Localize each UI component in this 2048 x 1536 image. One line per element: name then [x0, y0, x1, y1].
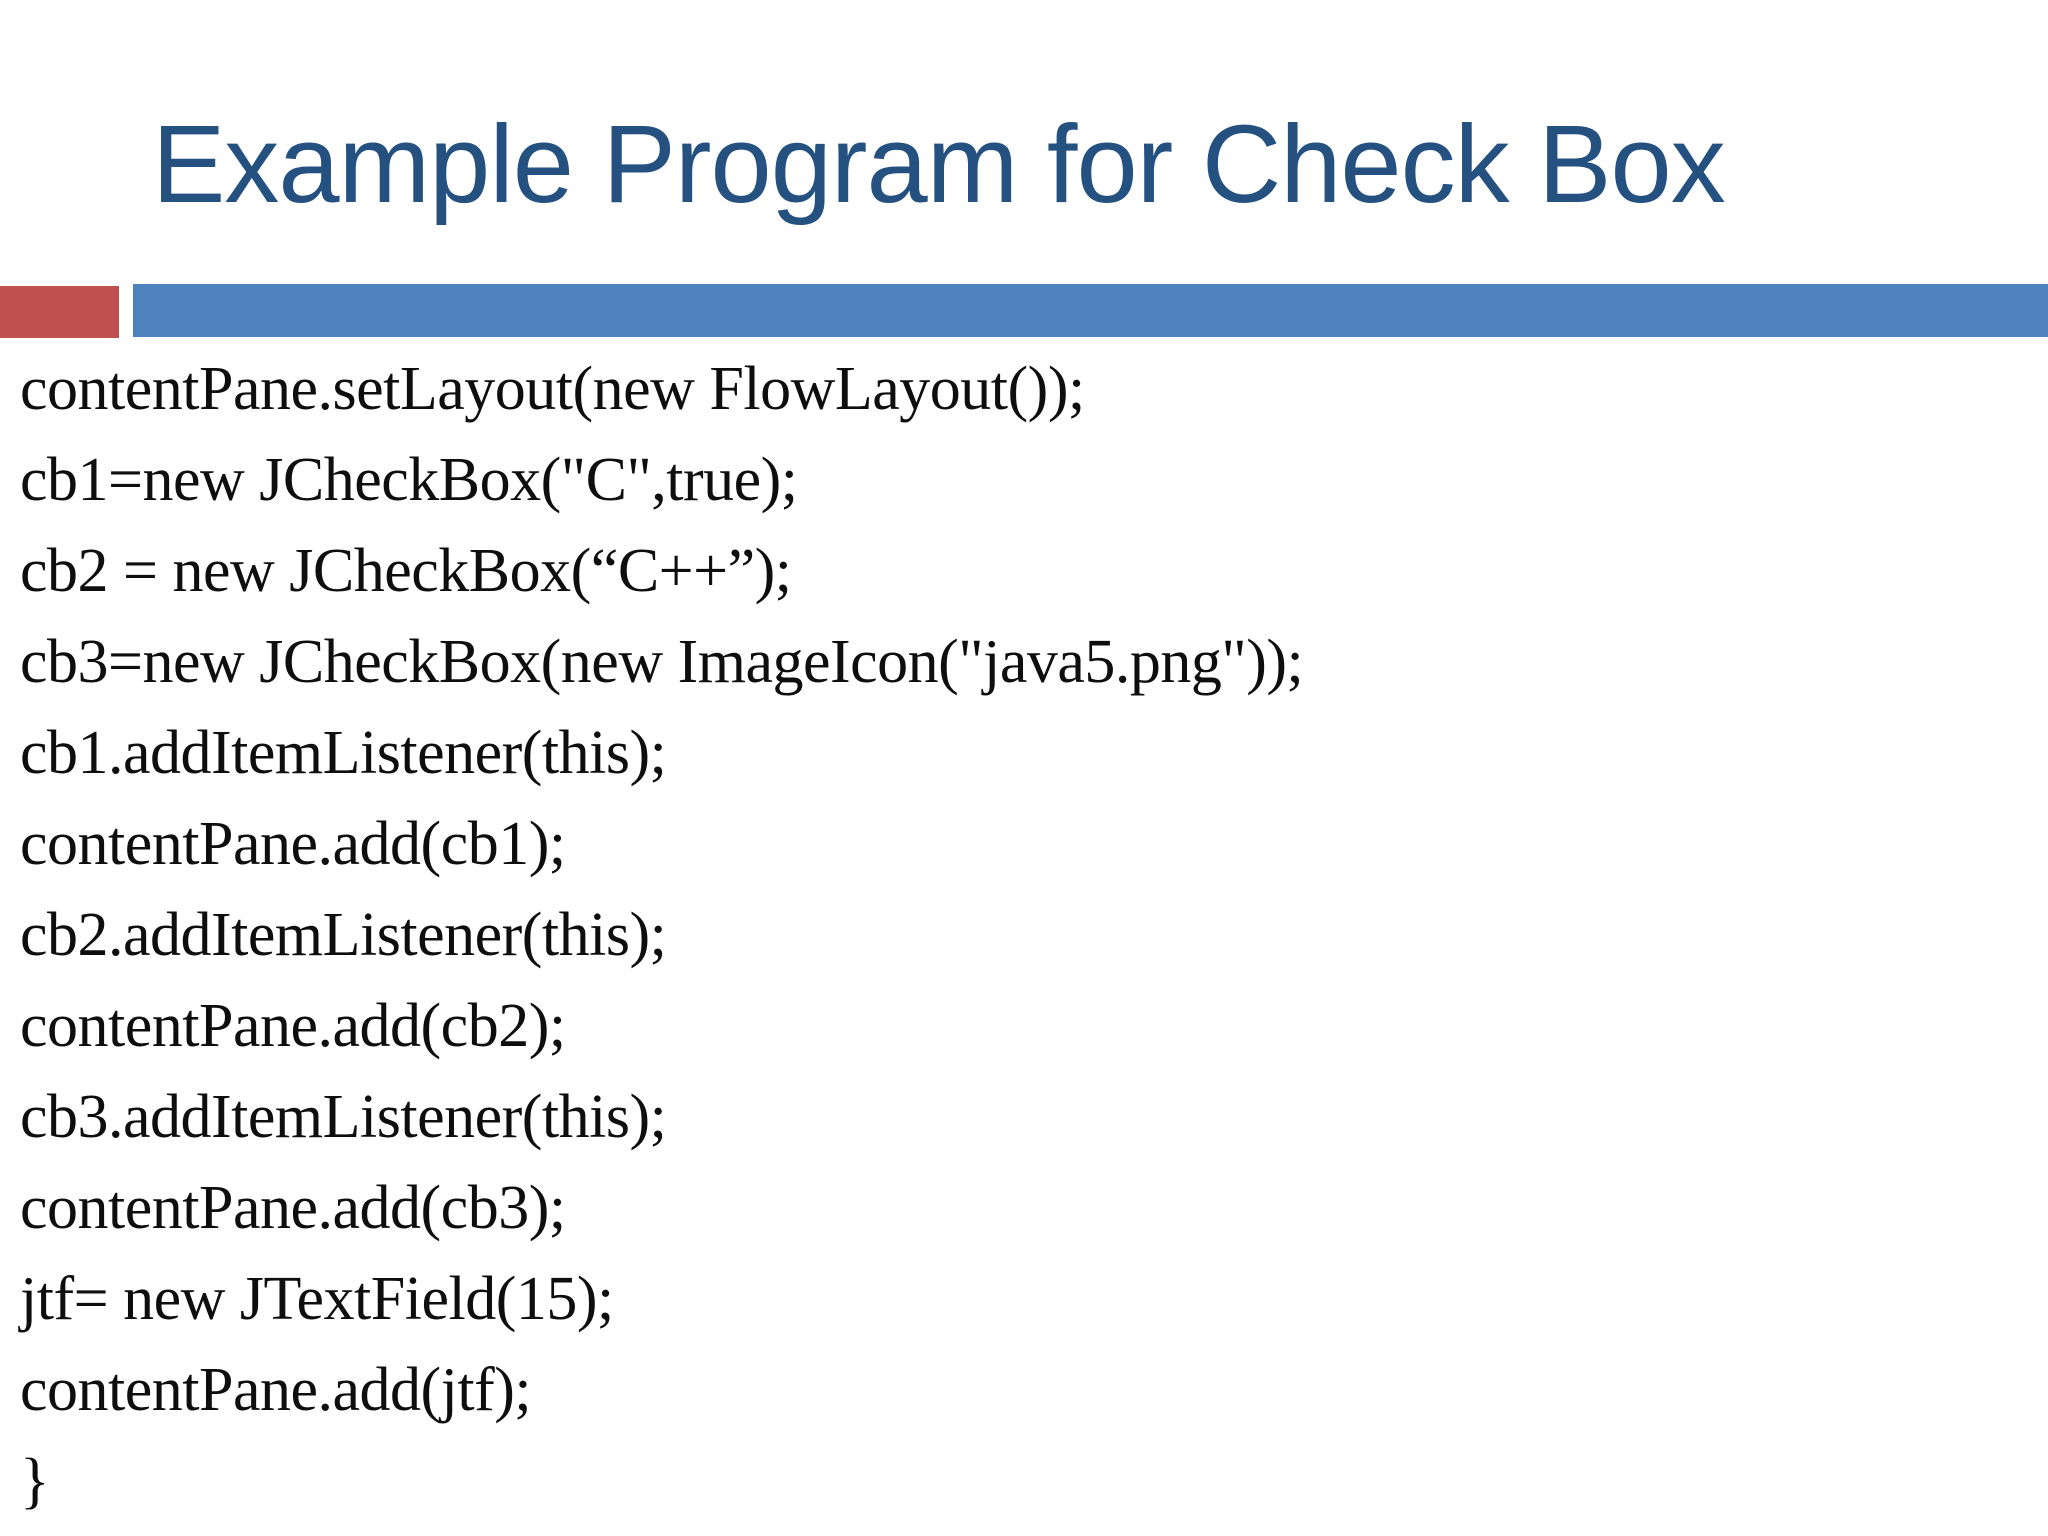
- code-line: }: [20, 1447, 50, 1515]
- code-line: contentPane.add(jtf);: [20, 1356, 532, 1424]
- code-line: cb1.addItemListener(this);: [20, 719, 667, 787]
- code-line: contentPane.add(cb2);: [20, 992, 566, 1060]
- divider-red-block: [0, 286, 119, 338]
- code-line: cb3.addItemListener(this);: [20, 1083, 667, 1151]
- code-line: cb1=new JCheckBox("C",true);: [20, 446, 798, 514]
- slide-title: Example Program for Check Box: [152, 103, 1726, 226]
- code-line: cb2.addItemListener(this);: [20, 901, 667, 969]
- code-line: cb3=new JCheckBox(new ImageIcon("java5.p…: [20, 628, 1304, 696]
- title-divider: [0, 283, 2048, 339]
- code-line: jtf= new JTextField(15);: [20, 1265, 614, 1333]
- code-block: contentPane.setLayout(new FlowLayout());…: [20, 344, 2038, 1527]
- code-line: contentPane.add(cb3);: [20, 1174, 566, 1242]
- code-line: cb2 = new JCheckBox(“C++”);: [20, 537, 792, 605]
- divider-gap: [119, 283, 133, 339]
- code-line: contentPane.add(cb1);: [20, 810, 566, 878]
- divider-blue-bar: [133, 284, 2048, 337]
- code-line: contentPane.setLayout(new FlowLayout());: [20, 355, 1085, 423]
